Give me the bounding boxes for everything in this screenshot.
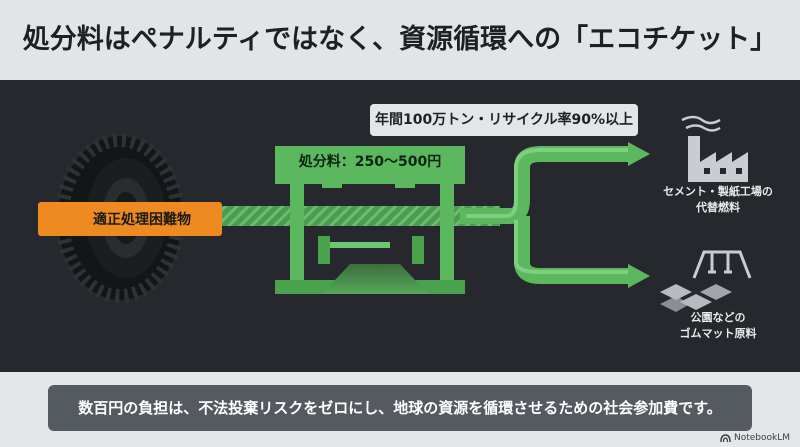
destination-line-2: 代替燃料 xyxy=(696,201,740,214)
warning-badge-label: 適正処理困難物 xyxy=(93,212,191,228)
page-title: 処分料はペナルティではなく、資源循環への「エコチケット」 xyxy=(22,24,778,55)
arrow-head-top xyxy=(628,142,650,166)
playground-swing-icon xyxy=(692,250,752,279)
brand-label: NotebookLM xyxy=(733,433,790,443)
brand-watermark: NotebookLM xyxy=(720,431,790,445)
rubber-mat-tiles xyxy=(660,284,732,312)
disposal-fee-label: 処分料：250〜500円 xyxy=(298,154,442,170)
annual-volume-callout: 年間100万トン・リサイクル率90%以上 xyxy=(370,104,638,136)
destination-cement-paper: セメント・製紙工場の 代替燃料 xyxy=(648,184,788,216)
destination-line-1: セメント・製紙工場の xyxy=(663,185,773,198)
warning-badge: 適正処理困難物 xyxy=(38,202,222,236)
arrow-highlights xyxy=(466,148,630,274)
factory-icon xyxy=(681,115,748,182)
destination-line-2: ゴムマット原料 xyxy=(679,327,757,340)
toll-gate xyxy=(275,146,465,294)
destination-rubber-mat: 公園などの ゴムマット原料 xyxy=(648,310,788,342)
notebooklm-logo-icon xyxy=(720,433,731,442)
arrow-head-bottom xyxy=(628,264,650,288)
summary-banner: 数百円の負担は、不法投棄リスクをゼロにし、地球の資源を循環させるための社会参加費… xyxy=(48,385,752,431)
header-band xyxy=(0,0,800,80)
destination-line-1: 公園などの xyxy=(690,311,746,324)
